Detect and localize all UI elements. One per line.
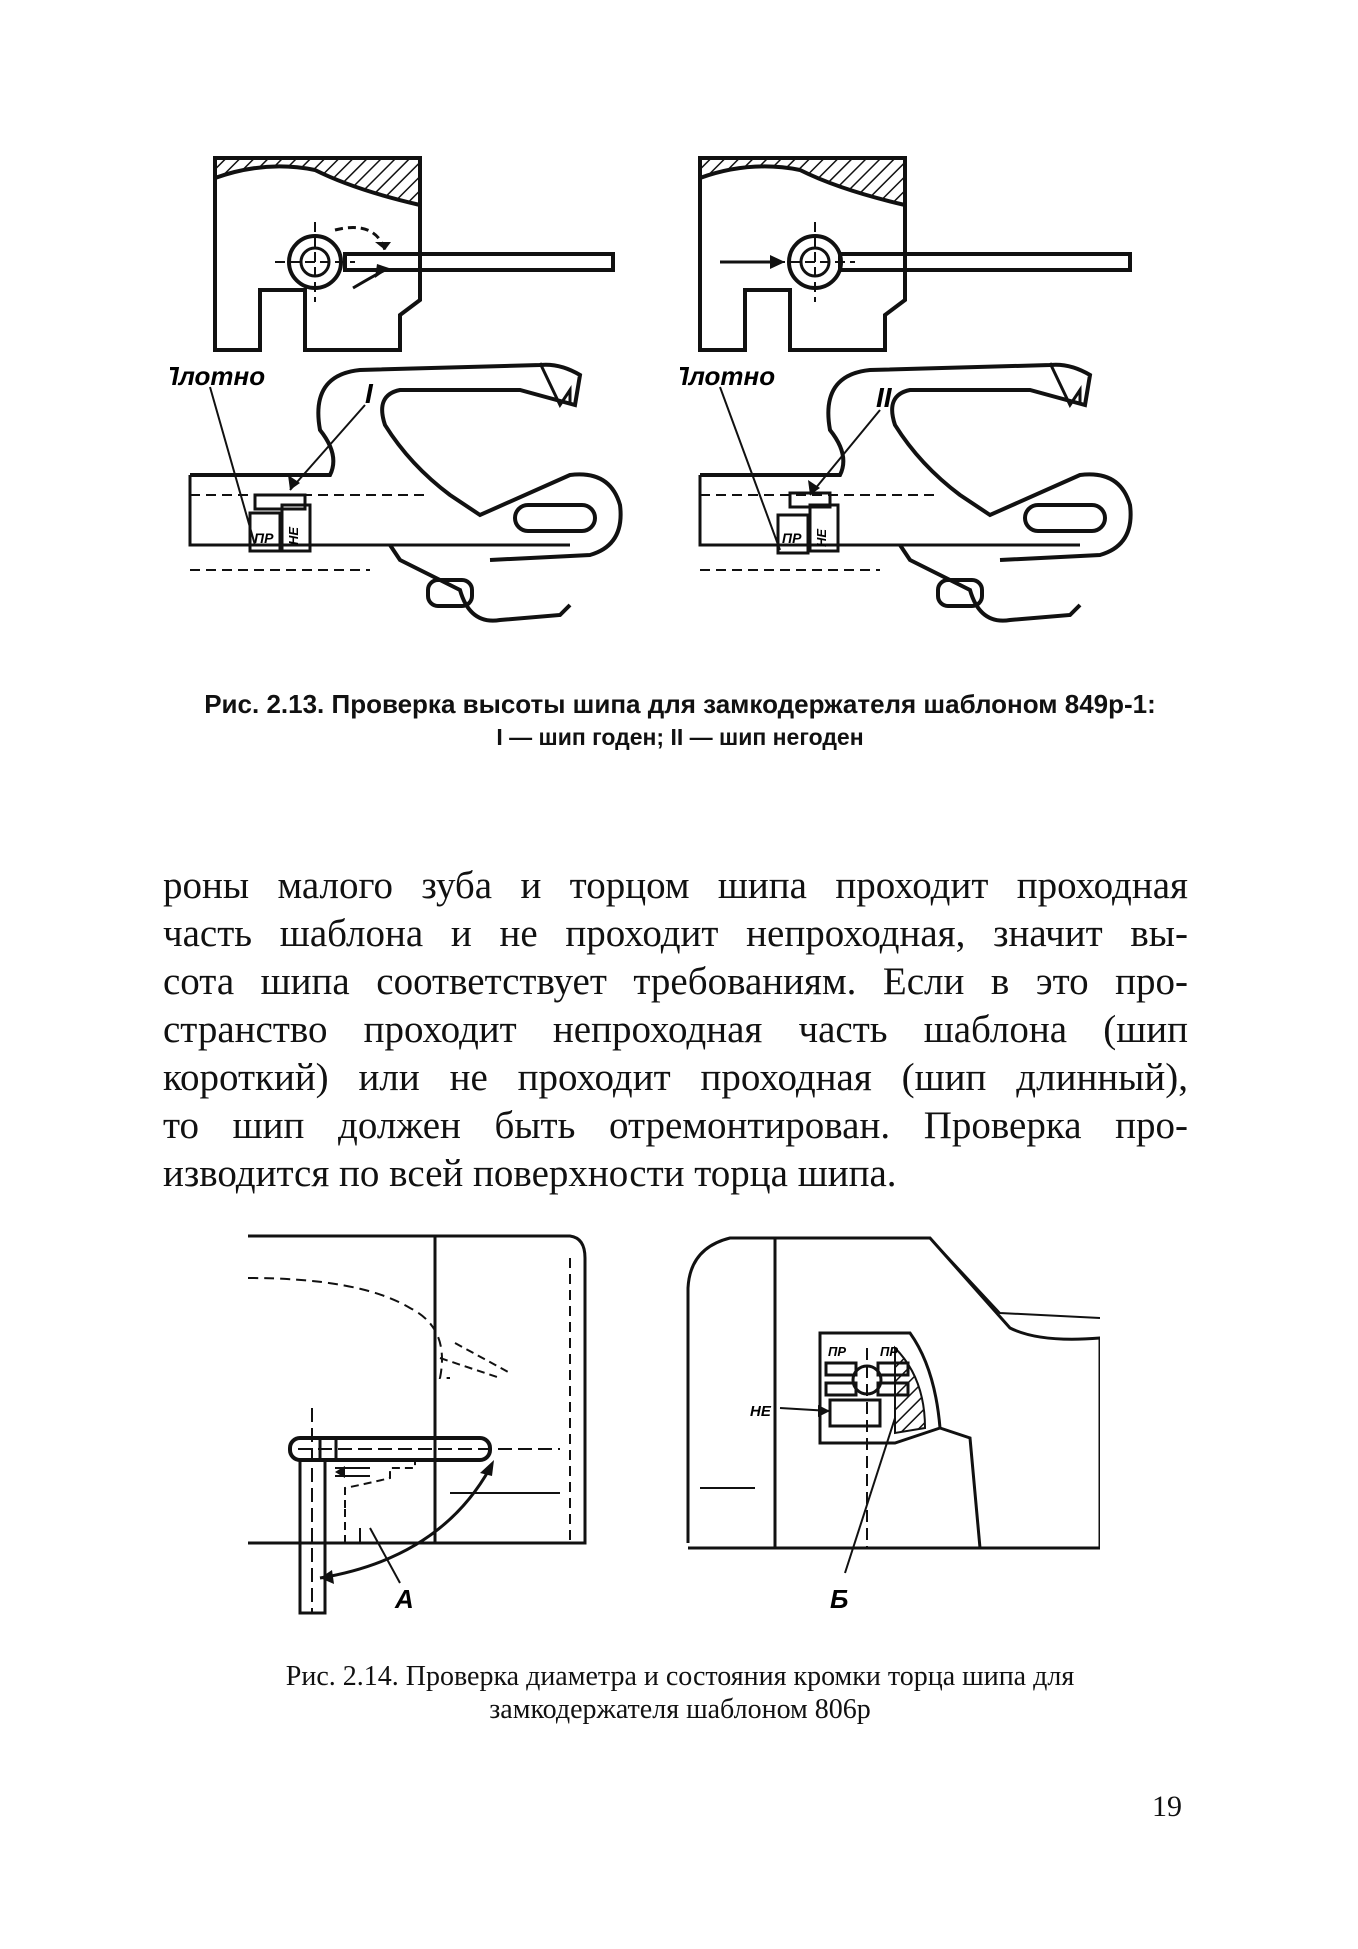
gauge-pr-label: ПР	[254, 530, 274, 546]
figure-2-13-top-left	[205, 150, 625, 360]
body-line: странство проходит непроходная часть шаб…	[163, 1008, 1188, 1051]
gauge-ne-label: НЕ	[286, 527, 301, 545]
body-line: роны малого зуба и торцом шипа проходит …	[163, 864, 1188, 907]
body-line: короткий) или не проходит проходная (шип…	[163, 1056, 1188, 1099]
body-line: сота шипа соответствует требованиям. Есл…	[163, 960, 1188, 1003]
figure-2-14-caption: Рис. 2.14. Проверка диаметра и состояния…	[160, 1660, 1200, 1726]
page-number: 19	[1152, 1790, 1182, 1823]
figure-2-13-bottom-right: ПР НЕ Плотно II	[680, 345, 1150, 655]
gauge-pr-label: ПР	[782, 530, 802, 546]
gauge-pr-label: ПР	[828, 1344, 846, 1359]
figure-2-14-caption-line1: Рис. 2.14. Проверка диаметра и состояния…	[285, 1661, 1075, 1692]
figure-2-13-caption-legend: I — шип годен; II — шип негоден	[496, 724, 864, 750]
figure-2-13-top-right	[690, 150, 1140, 360]
figure-2-14-left: А	[240, 1228, 600, 1618]
figure-2-13-bottom-left: ПР НЕ Плотно I	[170, 345, 630, 655]
body-paragraph: роны малого зуба и торцом шипа проходит …	[163, 862, 1188, 1198]
figure-2-13-caption: Рис. 2.13. Проверка высоты шипа для замк…	[160, 688, 1200, 754]
marker-i: I	[365, 378, 374, 409]
tight-fit-label-right: Плотно	[680, 361, 775, 391]
figure-2-14-right: ПР ПР НЕ Б	[680, 1228, 1100, 1628]
tight-fit-label-left: Плотно	[170, 361, 265, 391]
label-ne: НЕ	[750, 1403, 772, 1420]
gauge-pr-label: ПР	[880, 1344, 898, 1359]
label-a: А	[394, 1584, 414, 1614]
gauge-ne-label: НЕ	[814, 529, 829, 547]
body-line: часть шаблона и не проходит непроходная,…	[163, 912, 1188, 955]
figure-2-14-caption-line2: замкодержателя шаблоном 806р	[489, 1694, 871, 1725]
figure-2-13-caption-main: Рис. 2.13. Проверка высоты шипа для замк…	[204, 689, 1156, 719]
body-line: то шип должен быть отремонтирован. Прове…	[163, 1104, 1188, 1147]
marker-ii: II	[876, 382, 893, 413]
body-line: изводится по всей поверхности торца шипа…	[163, 1152, 897, 1195]
label-b: Б	[830, 1584, 848, 1614]
